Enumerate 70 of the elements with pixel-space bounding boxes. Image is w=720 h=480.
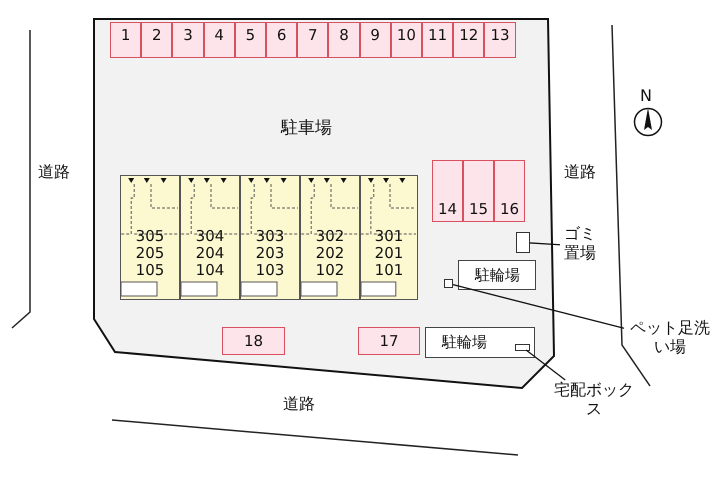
space-number: 15	[468, 200, 488, 218]
space-number: 17	[379, 332, 399, 350]
space-number: 6	[276, 26, 286, 44]
area-label: 駐輪場	[475, 266, 520, 284]
parking-space	[141, 22, 172, 58]
room-number: 103	[256, 262, 284, 279]
space-number: 5	[246, 26, 256, 44]
callout-label: ペット足洗い場	[624, 318, 716, 362]
bicycle-parking	[425, 327, 535, 358]
space-number: 3	[183, 26, 193, 44]
leader-line	[452, 284, 624, 329]
space-number: 4	[214, 26, 224, 44]
parking-space	[297, 22, 328, 58]
space-number: 9	[370, 26, 380, 44]
parking-space	[390, 22, 422, 58]
parking-space	[204, 22, 235, 58]
room-number: 302	[316, 228, 344, 245]
road-label: 道路	[283, 394, 315, 415]
parking-space	[494, 160, 525, 222]
parking-space	[328, 22, 360, 58]
space-number: 13	[490, 26, 510, 44]
space-number: 12	[459, 26, 478, 44]
parking-space	[234, 22, 266, 58]
room-number: 101	[374, 262, 404, 279]
room-number: 305	[136, 228, 164, 245]
parking-space	[484, 22, 516, 58]
callout-label: 宅配ボックス	[552, 380, 636, 424]
parking-space	[453, 22, 484, 58]
parking-space	[172, 22, 204, 58]
parking-space	[422, 22, 454, 58]
room-number: 304	[196, 228, 224, 245]
space-number: 7	[308, 26, 318, 44]
space-number: 16	[500, 200, 520, 218]
leader-line	[526, 349, 566, 381]
room-number: 205	[136, 245, 164, 262]
room-number: 303	[256, 228, 284, 245]
parking-space	[463, 160, 494, 222]
room-number: 104	[196, 262, 224, 279]
storage-box	[516, 232, 530, 253]
callout-label: ゴミ置場	[560, 224, 600, 268]
bicycle-parking	[458, 260, 536, 290]
room-number: 301	[374, 228, 404, 245]
parking-space	[360, 22, 391, 58]
space-number: 18	[244, 332, 264, 350]
road-label: 道路	[564, 162, 596, 183]
room-number: 204	[196, 245, 224, 262]
area-label: 駐輪場	[442, 333, 487, 352]
space-number: 11	[428, 26, 448, 44]
parking-space	[358, 327, 420, 355]
storage-box	[444, 279, 453, 288]
room-number: 203	[256, 245, 284, 262]
parking-space	[110, 22, 142, 58]
parking-space	[222, 327, 285, 355]
room-number: 105	[136, 262, 164, 279]
room-number: 201	[374, 245, 404, 262]
parking-space	[266, 22, 298, 58]
room-number: 202	[316, 245, 344, 262]
parking-space	[432, 160, 463, 222]
storage-box	[515, 344, 530, 351]
road-label: 道路	[38, 162, 70, 183]
space-number: 1	[120, 26, 130, 44]
space-number: 14	[438, 200, 458, 218]
space-number: 8	[339, 26, 349, 44]
leader-line	[530, 242, 560, 246]
space-number: 2	[152, 26, 162, 44]
space-number: 10	[396, 26, 416, 44]
room-number: 102	[316, 262, 344, 279]
area-label: 駐車場	[281, 117, 332, 139]
north-label: N	[640, 86, 652, 105]
site-area	[93, 18, 555, 389]
